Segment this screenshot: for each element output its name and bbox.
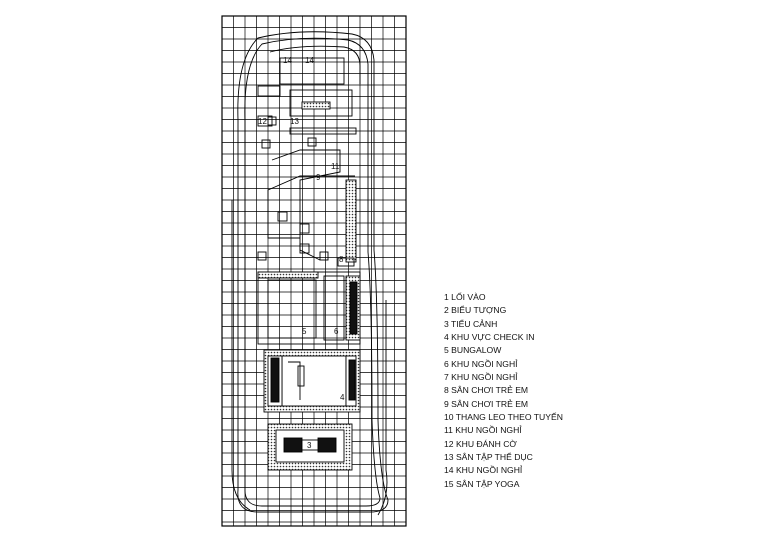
- legend-item: 7 KHU NGỒI NGHỈ: [444, 372, 518, 383]
- legend-item: 5 BUNGALOW: [444, 345, 502, 356]
- plan-label-9: 9: [316, 173, 321, 182]
- top-zone: [257, 57, 357, 149]
- legend-item: 11 KHU NGỒI NGHỈ: [444, 425, 522, 436]
- legend-item: 13 SÂN TẬP THỂ DỤC: [444, 452, 533, 463]
- checkin-zone: [263, 349, 361, 413]
- drawing-grid: [221, 15, 407, 526]
- legend-item: 6 KHU NGỒI NGHỈ: [444, 358, 518, 369]
- legend-item: 9 SÂN CHƠI TRẺ EM: [444, 398, 529, 409]
- legend-item: 2 BIỂU TƯỢNG: [444, 305, 507, 316]
- legend-item: 3 TIỂU CẢNH: [444, 318, 498, 329]
- plan-number-labels: 14 14 12 13 11 9 8 5 6 4 3: [258, 56, 345, 450]
- legend-item: 8 SÂN CHƠI TRẺ EM: [444, 385, 529, 396]
- plan-label-13: 13: [290, 117, 299, 126]
- plan-label-6: 6: [334, 327, 339, 336]
- legend-item: 15 SÂN TẬP YOGA: [444, 478, 520, 489]
- bungalow-zone: [257, 271, 361, 345]
- middle-zone: [257, 149, 357, 267]
- plan-label-11: 11: [331, 162, 340, 171]
- grid-frame: [221, 15, 407, 527]
- plan-label-14b: 14: [305, 56, 314, 65]
- plan-label-14a: 14: [283, 56, 292, 65]
- legend-item: 4 KHU VỰC CHECK IN: [444, 332, 535, 343]
- plan-label-12: 12: [258, 117, 267, 126]
- legend-item: 12 KHU ĐÁNH CỜ: [444, 438, 517, 449]
- site-boundary: [231, 31, 389, 516]
- plan-label-5: 5: [302, 327, 307, 336]
- plan-label-4: 4: [340, 393, 345, 402]
- legend-item: 1 LỐI VÀO: [444, 292, 486, 302]
- plan-label-3: 3: [307, 441, 312, 450]
- legend-item: 14 KHU NGỒI NGHỈ: [444, 465, 523, 476]
- entrance-zone: [267, 423, 353, 471]
- legend-item: 10 THANG LEO THEO TUYẾN: [444, 412, 563, 423]
- plan-label-8: 8: [339, 255, 344, 264]
- legend-list: 1 LỐI VÀO 2 BIỂU TƯỢNG 3 TIỂU CẢNH 4 KHU…: [444, 291, 563, 491]
